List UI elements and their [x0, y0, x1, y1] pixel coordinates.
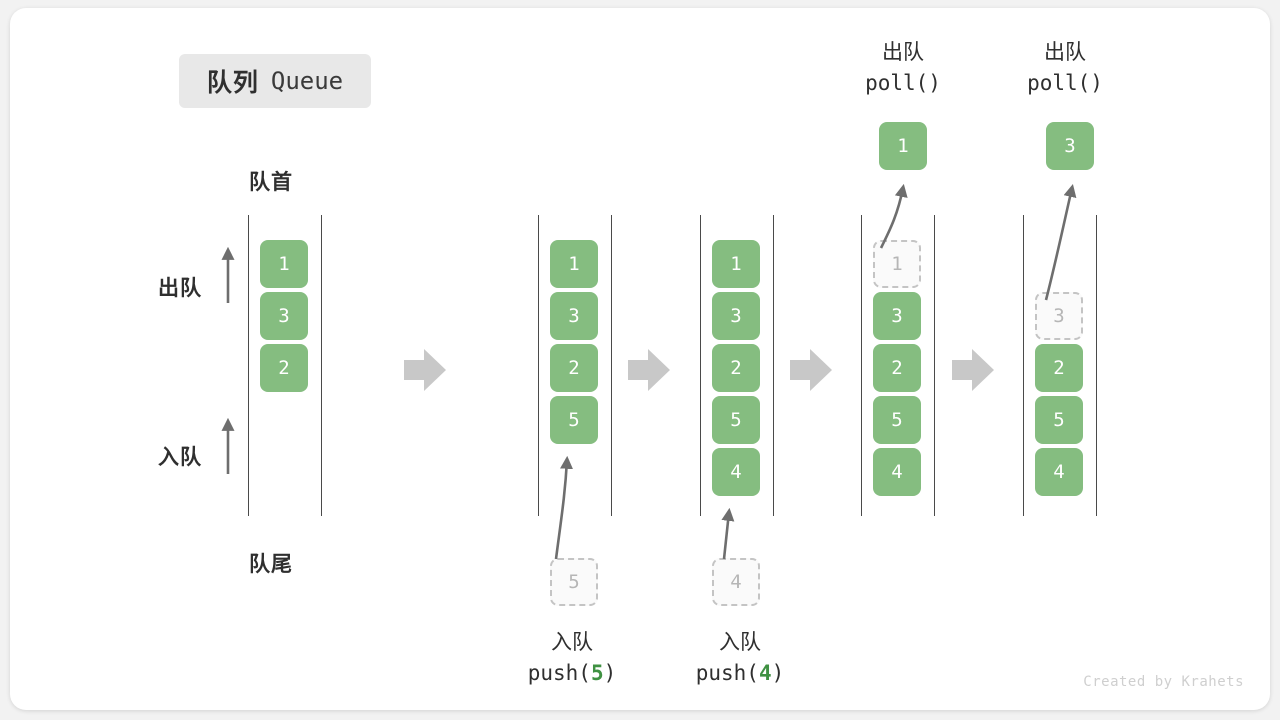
incoming-ghost-cell: 4: [712, 558, 760, 606]
queue-cell: 3: [550, 292, 598, 340]
rail-left: [248, 215, 249, 516]
rail-right: [611, 215, 612, 516]
operation-chinese: 入队: [719, 631, 761, 654]
operation-chinese: 出队: [1044, 41, 1086, 64]
title-english: Queue: [270, 67, 344, 95]
outgoing-ghost-cell: 1: [873, 240, 921, 288]
enqueue-side-label: 入队: [158, 446, 202, 469]
operation-code: push(4): [695, 661, 785, 686]
operation-code: poll(): [865, 71, 941, 96]
rail-left: [1023, 215, 1024, 516]
queue-cell: 3: [712, 292, 760, 340]
queue-cell: 5: [1035, 396, 1083, 444]
rail-right: [934, 215, 935, 516]
queue-cell: 2: [873, 344, 921, 392]
dequeue-side-label: 出队: [158, 277, 202, 300]
queue-cell: 2: [550, 344, 598, 392]
queue-rails: [855, 215, 941, 516]
rail-right: [321, 215, 322, 516]
queue-rails: [1017, 215, 1103, 516]
queue-rails: [242, 215, 328, 516]
queue-cell: 3: [260, 292, 308, 340]
rail-left: [861, 215, 862, 516]
diagram-card: 队列 Queue 队首 队尾 出队 入队 1 3 2 1 3 2 5 5 入队 …: [10, 8, 1270, 710]
queue-cell: 2: [260, 344, 308, 392]
queue-tail-label: 队尾: [249, 553, 293, 576]
operation-code: push(5): [527, 661, 617, 686]
title-chinese: 队列: [206, 69, 259, 97]
rail-left: [538, 215, 539, 516]
queue-cell: 4: [1035, 448, 1083, 496]
operation-label-poll-1: 出队 poll(): [823, 38, 983, 99]
operation-chinese: 出队: [882, 41, 924, 64]
queue-cell: 2: [1035, 344, 1083, 392]
queue-cell: 2: [712, 344, 760, 392]
stage-separator-icon: [790, 349, 832, 391]
outgoing-ghost-cell: 3: [1035, 292, 1083, 340]
title-badge: 队列 Queue: [179, 54, 371, 108]
operation-label-push-5: 入队 push(5): [492, 628, 652, 689]
queue-cell: 4: [873, 448, 921, 496]
queue-cell: 5: [712, 396, 760, 444]
popped-cell-1: 1: [879, 122, 927, 170]
queue-cell: 1: [550, 240, 598, 288]
queue-rails: [532, 215, 618, 516]
rail-right: [1096, 215, 1097, 516]
queue-rails: [694, 215, 780, 516]
push-4-arrow: [721, 507, 735, 560]
watermark: Created by Krahets: [1083, 674, 1244, 690]
operation-label-poll-3: 出队 poll(): [985, 38, 1145, 99]
operation-chinese: 入队: [551, 631, 593, 654]
queue-cell: 4: [712, 448, 760, 496]
queue-cell: 5: [550, 396, 598, 444]
operation-code: poll(): [1027, 71, 1103, 96]
popped-cell-3: 3: [1046, 122, 1094, 170]
queue-cell: 3: [873, 292, 921, 340]
rail-left: [700, 215, 701, 516]
stage-separator-icon: [952, 349, 994, 391]
rail-right: [773, 215, 774, 516]
queue-cell: 5: [873, 396, 921, 444]
stage-separator-icon: [404, 349, 446, 391]
queue-cell: 1: [712, 240, 760, 288]
operation-label-push-4: 入队 push(4): [660, 628, 820, 689]
stage-separator-icon: [628, 349, 670, 391]
queue-cell: 1: [260, 240, 308, 288]
incoming-ghost-cell: 5: [550, 558, 598, 606]
queue-head-label: 队首: [249, 171, 293, 194]
